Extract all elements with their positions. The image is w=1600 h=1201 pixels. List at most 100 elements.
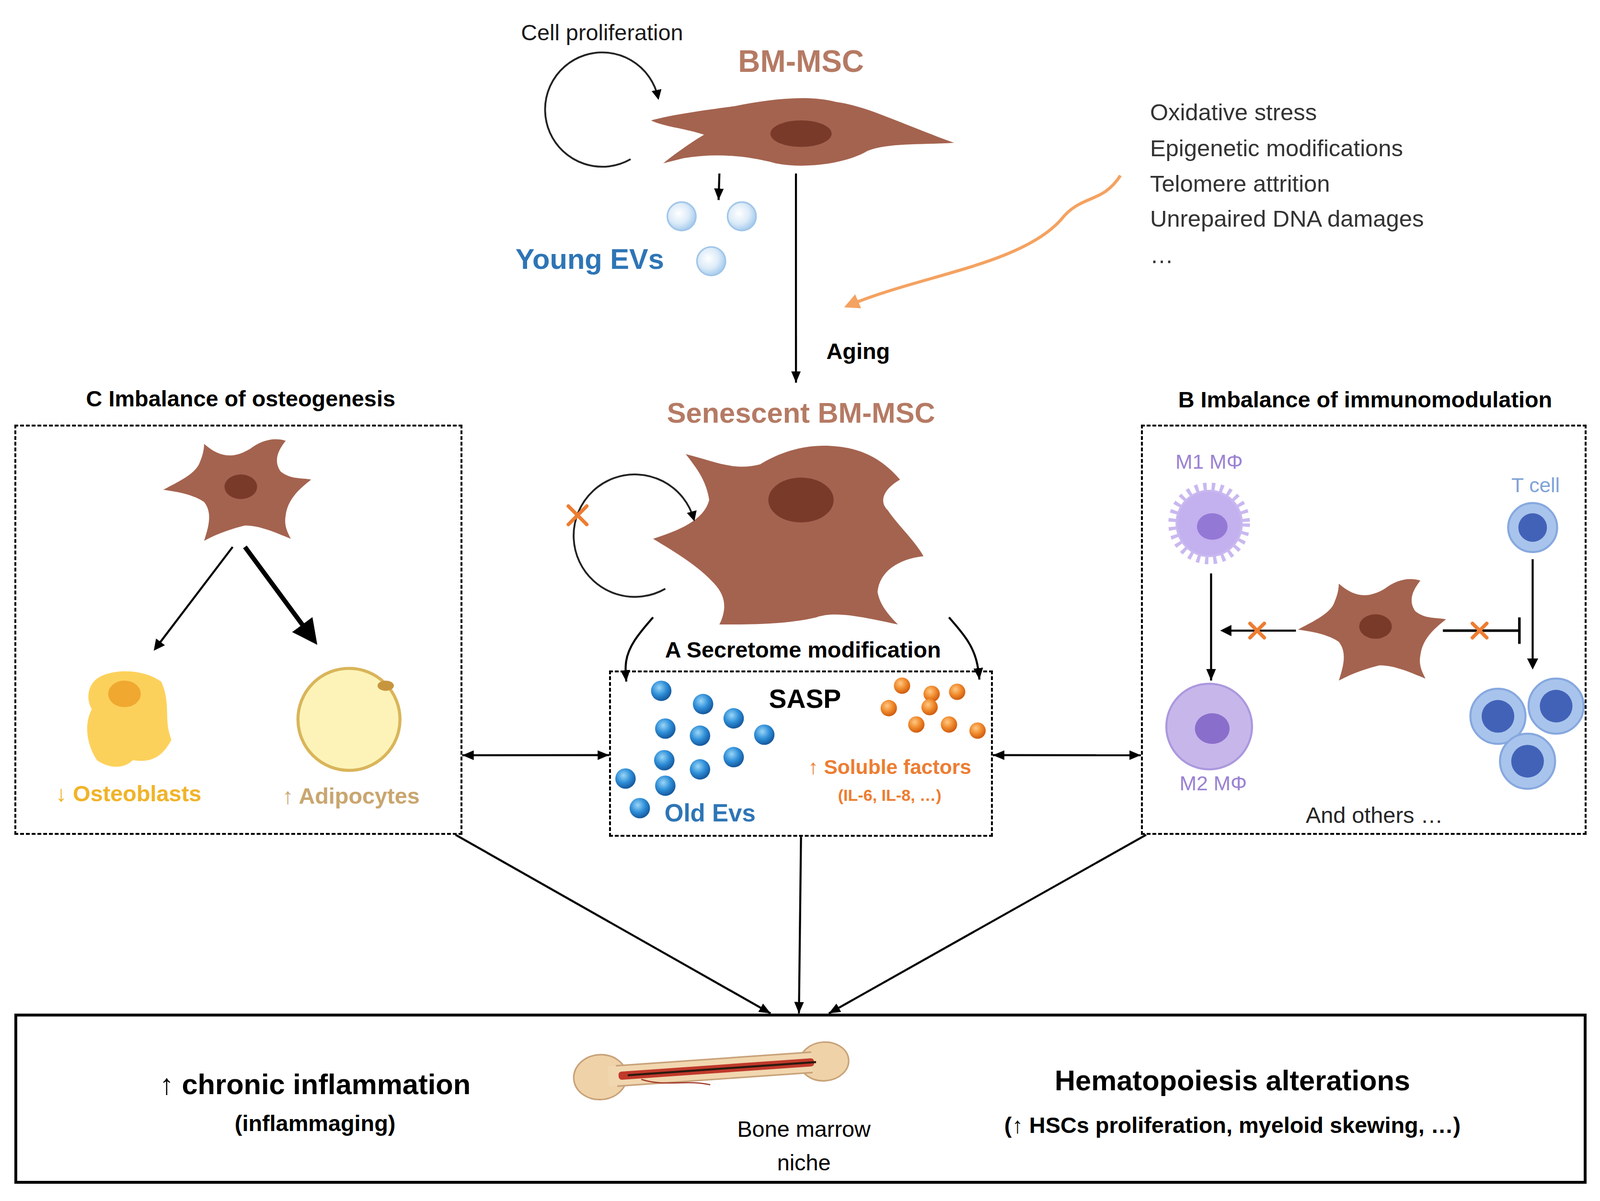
cell-nucleus bbox=[224, 474, 257, 499]
node-text: Old Evs bbox=[664, 798, 756, 828]
old-ev bbox=[655, 775, 676, 796]
m1-macrophage bbox=[1177, 491, 1241, 555]
cell-nucleus bbox=[770, 120, 832, 147]
old-ev bbox=[690, 725, 711, 747]
msc-cell bbox=[651, 98, 955, 166]
soluble-factor bbox=[921, 698, 938, 715]
cell-nucleus bbox=[1481, 700, 1515, 733]
cell-nucleus bbox=[1195, 713, 1230, 744]
node-text: Senescent BM-MSC bbox=[667, 396, 936, 431]
young-ev bbox=[696, 246, 726, 276]
ev-cluster: Old Evs bbox=[614, 681, 773, 832]
panel-box: A Secretome modificationSASPOld Evs↑ Sol… bbox=[609, 670, 993, 837]
cell-type: M1 MΦ bbox=[1165, 445, 1258, 574]
node-text: ↑ Adipocytes bbox=[282, 782, 420, 810]
proliferation-arrow bbox=[1531, 559, 1534, 668]
connector-arrow bbox=[798, 836, 801, 1013]
panel-heading: B Imbalance of immunomodulation bbox=[1178, 386, 1553, 414]
panel-heading: A Secretome modification bbox=[665, 636, 942, 664]
adipocyte-cell bbox=[298, 668, 401, 771]
connector-arrow bbox=[462, 754, 610, 757]
block-cross bbox=[1472, 623, 1487, 638]
node-text: ↑ Soluble factors bbox=[807, 755, 972, 780]
old-ev bbox=[654, 749, 675, 771]
msc-cell bbox=[1298, 578, 1447, 681]
aging-factor: Telomere attrition bbox=[1150, 169, 1331, 198]
msc-cell bbox=[163, 438, 312, 541]
connector-arrow bbox=[1209, 573, 1212, 681]
soluble-factor bbox=[908, 716, 925, 733]
old-ev bbox=[754, 724, 775, 746]
connector-arrow bbox=[794, 173, 797, 383]
node-text: Young EVs bbox=[515, 241, 665, 277]
cell-type: T cell bbox=[1501, 469, 1567, 558]
soluble-factor bbox=[880, 700, 898, 717]
cell-nucleus bbox=[1511, 744, 1544, 778]
old-ev bbox=[723, 747, 745, 768]
aging-factor-arrow bbox=[846, 175, 1121, 307]
node-text: M2 MΦ bbox=[1179, 771, 1247, 796]
senescent-cell bbox=[653, 445, 924, 625]
osteoblast-cell bbox=[87, 671, 172, 767]
node-text: (↑ HSCs proliferation, myeloid skewing, … bbox=[1004, 1111, 1461, 1139]
cell-node: BM-MSC bbox=[643, 38, 960, 174]
proliferation-loop bbox=[545, 52, 659, 167]
t-cell bbox=[1528, 678, 1584, 734]
connector-arrow bbox=[455, 834, 772, 1014]
cell-type: ↑ Adipocytes bbox=[262, 665, 441, 818]
cell-nucleus bbox=[1358, 614, 1392, 639]
aging-factor: Epigenetic modifications bbox=[1150, 133, 1404, 162]
cell-nucleus bbox=[1197, 513, 1228, 540]
old-ev bbox=[723, 708, 745, 729]
blocked-loop bbox=[573, 474, 694, 597]
young-ev bbox=[667, 202, 697, 231]
old-ev bbox=[690, 759, 711, 780]
cell-type: M2 MΦ bbox=[1162, 680, 1259, 800]
connector-arrow bbox=[718, 173, 720, 200]
node-text: (inflammaging) bbox=[234, 1109, 396, 1137]
old-ev bbox=[692, 693, 714, 715]
old-ev bbox=[629, 797, 651, 819]
node-text: (IL-6, IL-8, …) bbox=[838, 784, 942, 805]
soluble-factor bbox=[940, 716, 957, 733]
cell-nucleus bbox=[108, 680, 141, 707]
differentiation-arrow bbox=[155, 546, 233, 649]
t-cell bbox=[1507, 503, 1557, 553]
edge-label: Aging bbox=[823, 335, 893, 367]
cell-nucleus bbox=[768, 477, 834, 523]
connector-arrow bbox=[828, 834, 1147, 1014]
panel-heading: C Imbalance of osteogenesis bbox=[86, 385, 396, 413]
block-cross bbox=[1250, 623, 1265, 638]
node-text: BM-MSC bbox=[737, 42, 864, 80]
soluble-factor bbox=[893, 677, 910, 694]
factor-cluster: ↑ Soluble factors (IL-6, IL-8, …) bbox=[792, 679, 990, 811]
blocked-inhibition bbox=[1442, 617, 1520, 644]
marrow-vessel bbox=[641, 1074, 711, 1090]
m2-macrophage bbox=[1166, 683, 1253, 770]
soluble-factor bbox=[948, 683, 966, 701]
node-text: And others … bbox=[1305, 801, 1443, 829]
panel-box: B Imbalance of immunomodulationAnd other… bbox=[1140, 424, 1588, 835]
panel-box: C Imbalance of osteogenesis↓ Osteoblasts… bbox=[14, 424, 463, 835]
m1-macrophage bbox=[1175, 489, 1244, 558]
cell-type: ↓ Osteoblasts bbox=[37, 665, 222, 818]
old-ev bbox=[615, 768, 636, 789]
bone-figure bbox=[572, 1037, 851, 1102]
differentiation-arrow bbox=[244, 546, 315, 641]
node-text: M1 MΦ bbox=[1175, 449, 1243, 475]
young-ev bbox=[727, 202, 757, 231]
old-ev bbox=[655, 718, 676, 739]
node-text: T cell bbox=[1511, 473, 1560, 498]
cell-nucleus bbox=[377, 680, 394, 691]
aging-factor: Unrepaired DNA damages bbox=[1150, 204, 1425, 233]
node-text: Bone marrow niche bbox=[722, 1112, 886, 1180]
block-cross bbox=[568, 506, 587, 525]
connector-arrow bbox=[992, 754, 1141, 757]
aging-factor: … bbox=[1150, 241, 1174, 270]
soluble-factor bbox=[969, 722, 986, 739]
node-text: Hematopoiesis alterations bbox=[1054, 1063, 1411, 1098]
marrow-vessel bbox=[627, 1061, 817, 1075]
cell-node: Senescent BM-MSC bbox=[653, 382, 950, 629]
